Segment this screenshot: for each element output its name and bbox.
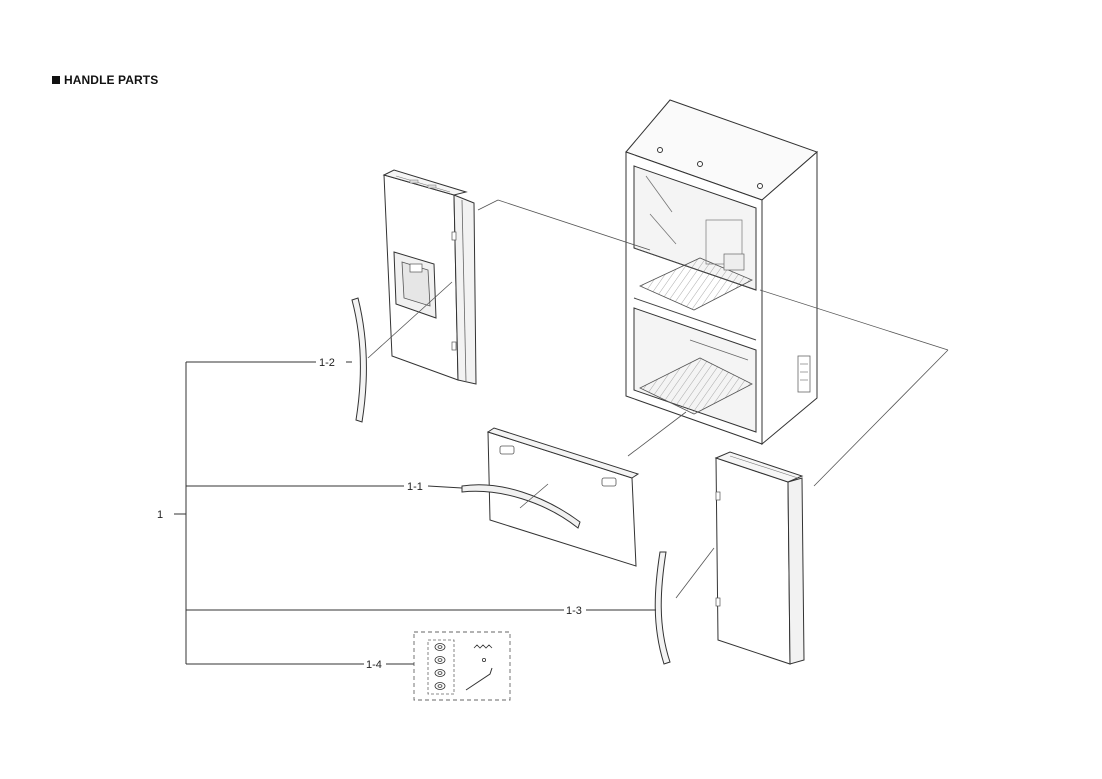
callout-1-4: 1-4 (366, 659, 382, 671)
freezer-drawer-front (486, 427, 640, 567)
screw-kit-box (413, 631, 511, 701)
leader-handle-1-2 (367, 281, 453, 359)
refrigerator-cabinet (625, 99, 818, 446)
section-title: HANDLE PARTS (64, 73, 159, 87)
callout-1-2: 1-2 (319, 357, 335, 369)
guide-line-right-door (759, 289, 949, 351)
freezer-drawer-handle (461, 484, 581, 529)
leader-left-door (477, 199, 499, 211)
right-door (714, 451, 805, 665)
callout-main: 1 (157, 509, 163, 521)
guide-line-drawer (519, 483, 549, 509)
allen-wrench-icon (465, 667, 493, 691)
left-door-handle (351, 297, 367, 423)
right-door-handle (654, 551, 671, 665)
guide-line-left-door (497, 199, 651, 251)
filled-square-icon (52, 76, 60, 84)
screws-icon (473, 644, 493, 663)
left-door-with-dispenser (382, 169, 477, 385)
callout-1-3: 1-3 (566, 605, 582, 617)
section-heading: HANDLE PARTS (52, 73, 158, 87)
callout-1-1: 1-1 (407, 481, 423, 493)
leader-handle-1-3 (675, 547, 715, 599)
guide-line-right-door-2 (813, 349, 949, 487)
guide-line-drawer-to-cabinet (627, 411, 687, 457)
callout-bracket (174, 361, 656, 665)
